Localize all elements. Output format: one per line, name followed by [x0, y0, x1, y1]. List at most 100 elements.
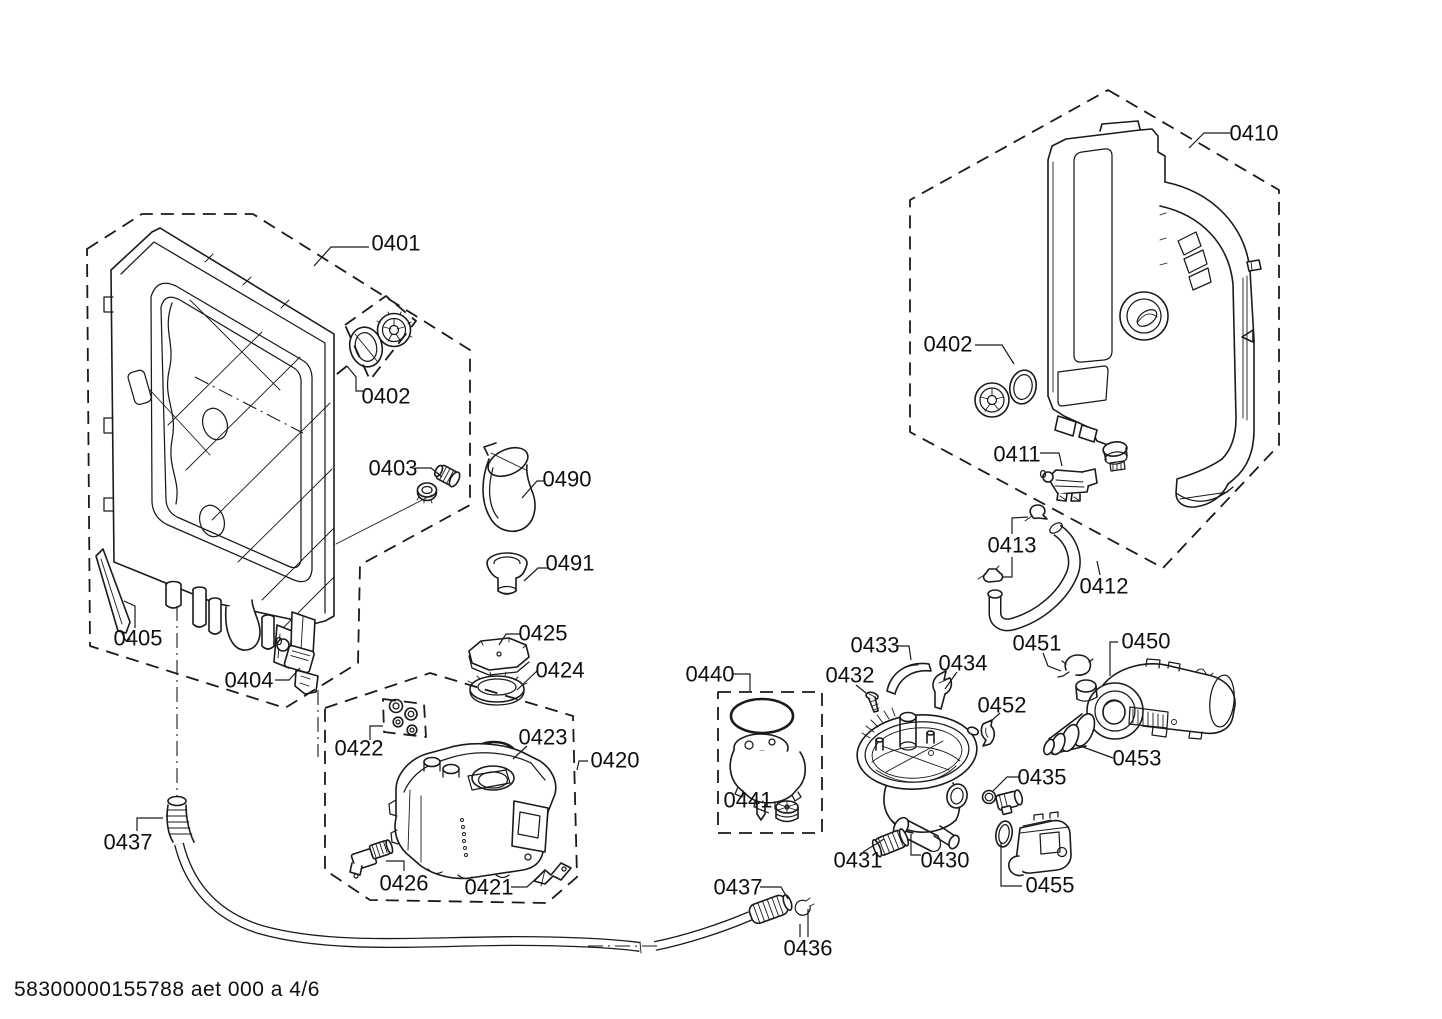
- part-0490-filler-jug: [482, 442, 536, 532]
- leader-0440: [733, 673, 751, 691]
- callout-0404: 0404: [225, 668, 274, 693]
- leader-0433: [897, 645, 912, 661]
- part-0437-drain-hose-end: [654, 894, 793, 951]
- leader-0434: [944, 671, 958, 690]
- part-0411-vent-valve: [1039, 468, 1098, 502]
- callout-0401: 0401: [372, 231, 421, 256]
- callout-0410: 0410: [1230, 121, 1279, 146]
- callout-0455: 0455: [1026, 873, 1075, 898]
- part-0432-screw: [865, 691, 880, 713]
- callout-0453: 0453: [1113, 746, 1162, 771]
- part-0437-fill-hose: [165, 795, 642, 954]
- callout-0405: 0405: [114, 626, 163, 651]
- leader-0490: [521, 480, 545, 499]
- leader-0491: [523, 567, 548, 582]
- leader-0431: [862, 838, 885, 853]
- centerline-axis-panel-face: [194, 376, 304, 434]
- callout-0403: 0403: [369, 456, 418, 481]
- part-0440-sump-insert: [729, 697, 807, 821]
- part-0401-side-panel: [103, 227, 335, 669]
- callout-0420: 0420: [591, 748, 640, 773]
- part-0453-cone-fitting: [1043, 713, 1096, 756]
- leader-0450: [1109, 641, 1118, 676]
- leader-0420: [576, 760, 588, 771]
- leader-0402-right: [975, 344, 1015, 365]
- leader-0425: [498, 633, 521, 646]
- part-0441-check-valve: [775, 800, 799, 823]
- part-0402-seal-impeller-left: [348, 311, 413, 368]
- callout-0422: 0422: [335, 736, 384, 761]
- callout-0412: 0412: [1080, 574, 1129, 599]
- part-0436-clamp-ring: [794, 897, 815, 916]
- callout-0413: 0413: [988, 533, 1037, 558]
- callout-0437-left: 0437: [104, 830, 153, 855]
- callout-0433: 0433: [851, 633, 900, 658]
- callout-0432: 0432: [826, 663, 875, 688]
- callout-0452: 0452: [978, 693, 1027, 718]
- leader-0404: [275, 667, 301, 681]
- boundary-group-0420: [324, 672, 578, 904]
- boundary-box-0440: [717, 691, 823, 834]
- callout-0430: 0430: [921, 848, 970, 873]
- leader-0403: [415, 467, 443, 478]
- part-0421-clip: [533, 862, 572, 887]
- boundary-box-0422: [382, 698, 427, 738]
- leader-0405: [123, 600, 136, 628]
- callout-0435: 0435: [1018, 765, 1067, 790]
- callout-0431: 0431: [834, 848, 883, 873]
- part-0413-hose-clips: [977, 504, 1048, 583]
- part-0451-clamp: [1057, 654, 1094, 678]
- leader-0411: [1040, 452, 1063, 467]
- leader-0441: [755, 807, 770, 814]
- leader-0413-1: [1011, 516, 1029, 534]
- part-0422-grommets: [388, 698, 418, 736]
- callout-0434: 0434: [939, 651, 988, 676]
- callout-0450: 0450: [1122, 629, 1171, 654]
- leader-0452: [989, 712, 1001, 723]
- part-0433-bracket-arc: [886, 662, 932, 695]
- leader-0422: [369, 725, 383, 740]
- callout-0451: 0451: [1013, 631, 1062, 656]
- leader-0412: [1096, 560, 1101, 576]
- callout-0423: 0423: [519, 725, 568, 750]
- leader-0453: [1082, 746, 1114, 759]
- part-0455-drain-pump: [995, 811, 1072, 877]
- callout-0491: 0491: [546, 551, 595, 576]
- callout-0437-bottom: 0437: [714, 875, 763, 900]
- callout-0426: 0426: [380, 871, 429, 896]
- leader-0421: [511, 875, 540, 888]
- document-number: 58300000155788 aet 000 a 4/6: [14, 978, 320, 1001]
- leader-0413-2: [1003, 557, 1013, 578]
- part-0424-ring: [467, 671, 528, 706]
- part-0425-cap: [468, 637, 530, 676]
- boundary-box-0402-left: [344, 295, 417, 381]
- leader-0455: [1000, 842, 1022, 887]
- leader-0435: [992, 776, 1020, 792]
- part-0403-fitting: [335, 464, 461, 545]
- part-0410-inlet-duct-panel: [1047, 120, 1262, 508]
- part-0434-bracket: [932, 670, 953, 710]
- part-0412-hose: [987, 522, 1081, 632]
- part-0452-clip: [980, 719, 996, 747]
- leader-0430: [910, 834, 921, 856]
- callout-0402-right: 0402: [924, 332, 973, 357]
- callout-0421: 0421: [465, 875, 514, 900]
- callout-0490: 0490: [543, 467, 592, 492]
- part-0450-circulation-pump: [1075, 658, 1236, 740]
- leader-0423: [512, 745, 528, 760]
- part-0405-support-blade: [95, 548, 131, 642]
- leader-0432: [855, 684, 867, 694]
- leader-0424: [516, 669, 539, 691]
- callout-0424: 0424: [536, 658, 585, 683]
- callout-0402-left: 0402: [362, 384, 411, 409]
- part-0491-funnel: [486, 552, 528, 595]
- part-0404-actuator: [275, 636, 319, 695]
- callout-0425: 0425: [519, 621, 568, 646]
- leader-0402-left: [346, 365, 363, 392]
- leader-0401: [313, 246, 369, 267]
- part-0426-inlet-valve: [349, 839, 394, 879]
- part-0402-seal-impeller-right: [974, 369, 1037, 418]
- leader-0410: [1188, 132, 1230, 149]
